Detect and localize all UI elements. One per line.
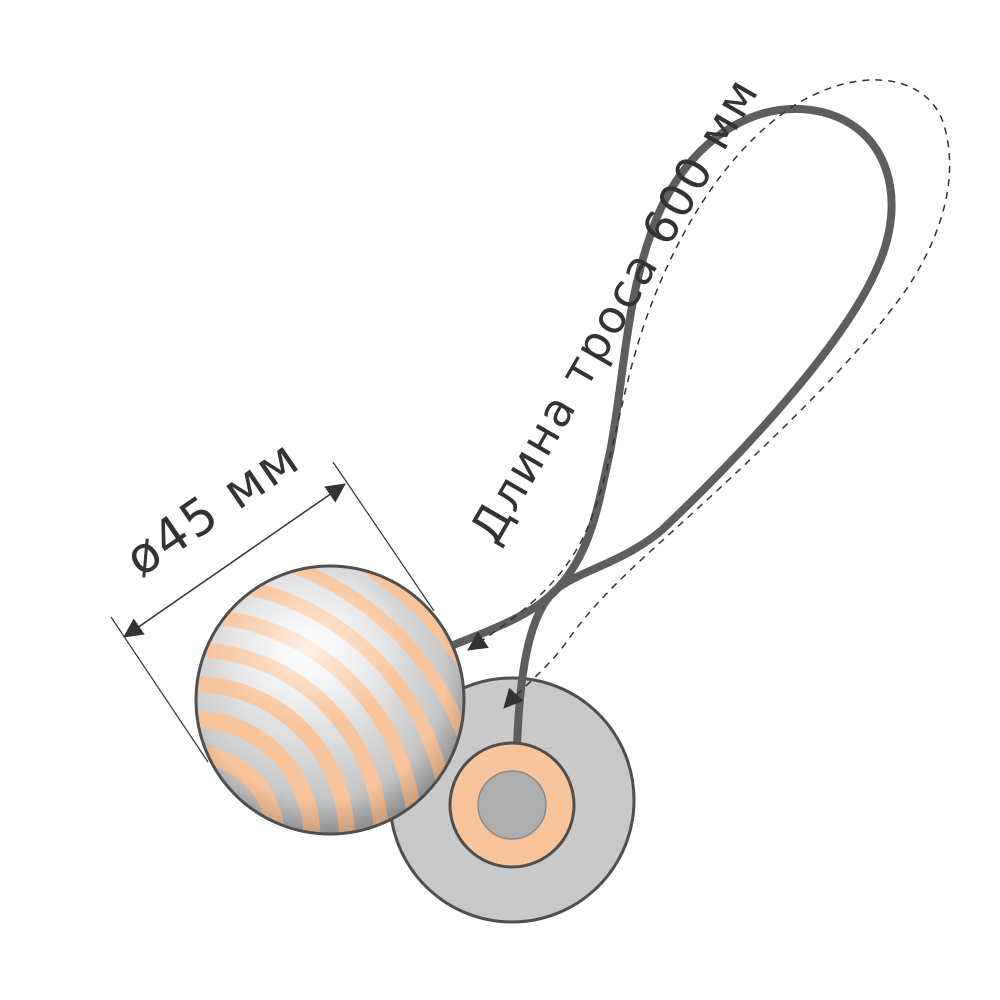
extension-line-lower xyxy=(110,616,209,763)
cable xyxy=(432,104,896,752)
magnet-hub xyxy=(477,770,547,840)
ball-surface xyxy=(196,566,464,834)
diameter-label: ø45 мм xyxy=(115,428,311,588)
extension-line-upper xyxy=(332,461,435,612)
cable-length-dashed-line xyxy=(467,79,951,709)
dimension-line xyxy=(123,483,346,638)
decorative-ball xyxy=(194,564,466,836)
cable-length-label: Длина троса 600 мм xyxy=(459,68,770,552)
